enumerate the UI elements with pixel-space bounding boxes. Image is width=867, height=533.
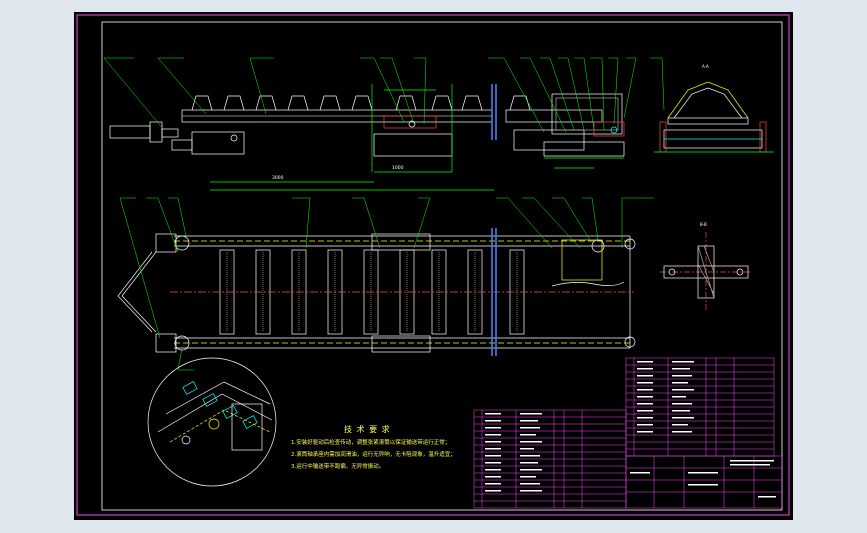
leader-lines-top [103, 57, 665, 133]
parts-list-upper [625, 357, 775, 457]
technical-note-1: 1.安装好驱动后检查传动，调整张紧滚筒以保证输送带运行正常； [291, 440, 451, 446]
parts-list-lower [473, 409, 627, 509]
side-elevation-view [109, 84, 625, 191]
technical-requirements-title: 技 术 要 求 [344, 425, 391, 434]
leader-lines-plan [119, 197, 654, 371]
conveyor-drawing: 3000 1000 [76, 14, 790, 516]
table-text-marks [485, 361, 776, 498]
dim-3000: 3000 [272, 175, 284, 181]
dim-1000: 1000 [392, 165, 404, 171]
section-a-a [654, 81, 774, 153]
outer-border [76, 14, 790, 516]
label-section-aa: A-A [702, 64, 709, 69]
label-section-bb: B-B [700, 222, 707, 227]
section-b-b [660, 232, 752, 312]
technical-note-3: 3.运行中输送带不跑偏，无异常振动。 [291, 464, 385, 470]
detail-view [147, 357, 277, 487]
drawing-sheet[interactable]: 3000 1000 [74, 12, 793, 520]
technical-note-2: 2.滚筒轴承座内需加润滑油，运行无异响，无卡阻现象，温升适宜； [291, 452, 456, 458]
inner-border [101, 21, 783, 511]
plan-view [117, 228, 636, 356]
title-block [625, 455, 783, 509]
